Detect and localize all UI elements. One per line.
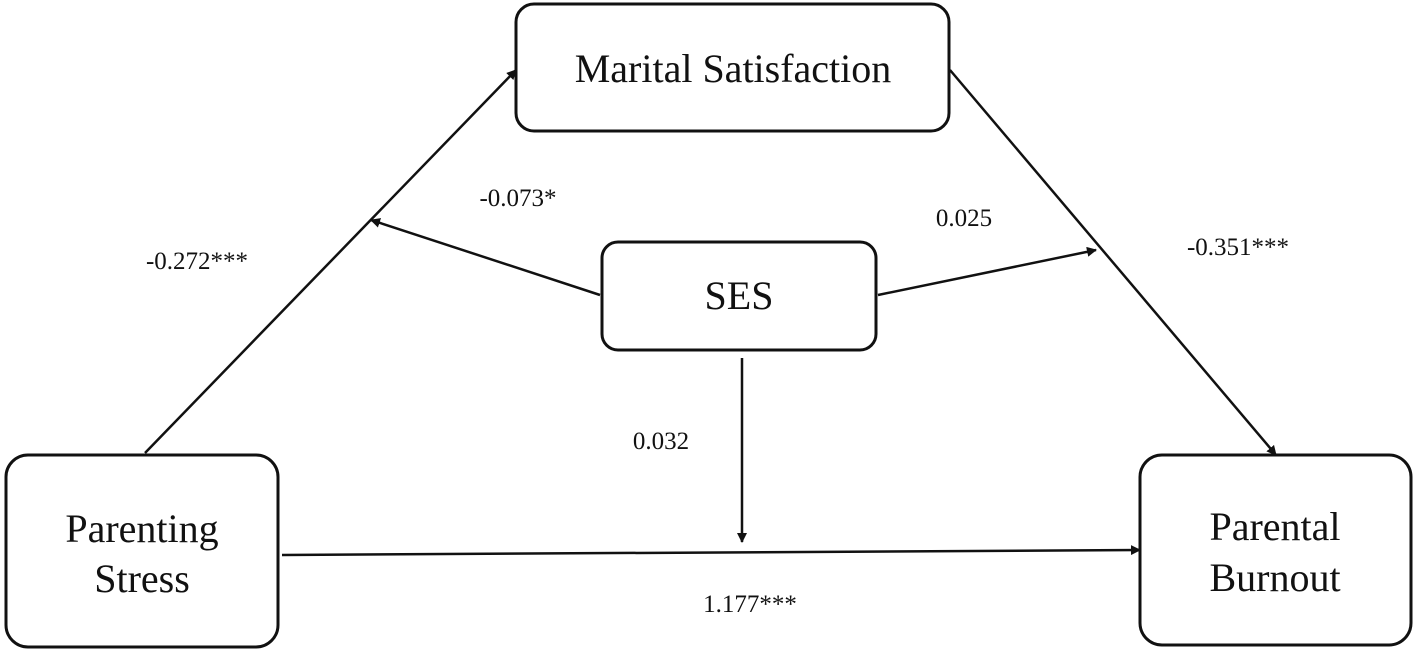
coef-ses-to-path-a: -0.073* (479, 185, 556, 212)
node-ses-label: SES (705, 273, 774, 318)
arrow-satisfaction-to-burnout (949, 69, 1277, 456)
arrow-stress-to-burnout (281, 545, 1141, 557)
arrow-ses-to-path-a (370, 218, 601, 297)
node-parenting-stress: Parenting Stress (4, 453, 280, 649)
node-parental-burnout: Parental Burnout (1138, 453, 1413, 647)
node-marital-satisfaction: Marital Satisfaction (514, 2, 951, 133)
arrow-ses-to-path-b (877, 246, 1097, 297)
node-parental-burnout-label-line1: Parental (1209, 504, 1340, 549)
node-ses: SES (600, 240, 878, 352)
coef-satisfaction-to-burnout: -0.351*** (1187, 234, 1289, 261)
node-parental-burnout-label-line2: Burnout (1209, 555, 1340, 600)
node-marital-satisfaction-label: Marital Satisfaction (575, 46, 892, 91)
coef-stress-to-burnout: 1.177*** (703, 591, 797, 618)
coef-ses-to-direct-path: 0.032 (633, 428, 689, 455)
node-parenting-stress-label-line1: Parenting (65, 506, 218, 551)
node-parenting-stress-label-line2: Stress (94, 556, 190, 601)
coef-ses-to-path-b: 0.025 (936, 205, 992, 232)
arrow-stress-to-satisfaction (144, 69, 517, 454)
coef-stress-to-satisfaction: -0.272*** (146, 248, 248, 275)
